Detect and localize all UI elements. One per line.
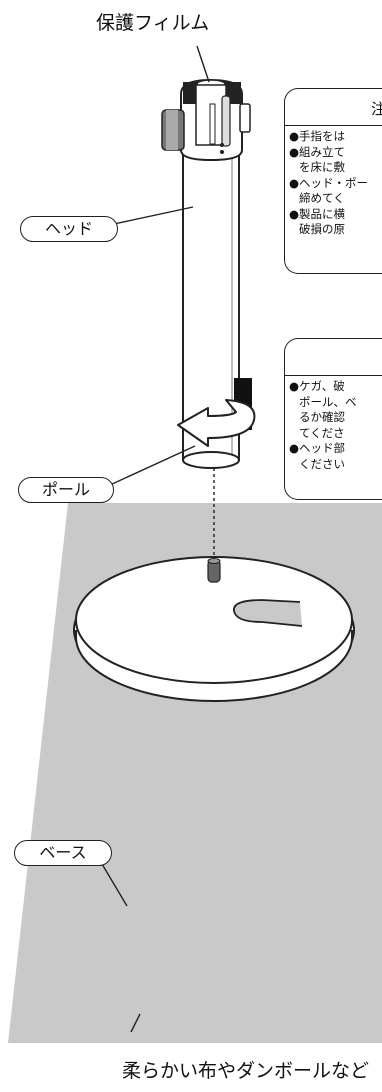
caution-box-2: ●ケガ、破 ポール、ベ るか確認 てくださ ●ヘッド部 ください [284, 338, 382, 500]
head-label: ヘッド [20, 216, 118, 242]
film-leader [196, 45, 210, 83]
caution-2-line: るか確認 [299, 410, 345, 424]
caution-1-line: ●製品に横 [289, 206, 346, 221]
pole-leader [109, 445, 196, 486]
caution-1-line: ●手指をは [289, 129, 346, 143]
caution-2-line: ください [299, 456, 345, 471]
base-disc [73, 556, 355, 702]
pole-label: ポール [18, 477, 114, 503]
caution-2-line: ●ケガ、破 [289, 379, 345, 393]
head-leader [113, 206, 194, 225]
protective-film-label: 保護フィルム [96, 12, 210, 34]
caution-box-2-body: ●ケガ、破 ポール、ベ るか確認 てくださ ●ヘッド部 ください [285, 376, 382, 472]
caution-box-1-header: 注 [285, 89, 382, 126]
caution-box-1-title: 注 [371, 98, 382, 119]
base-leader [101, 863, 128, 907]
cloth-leader [130, 1013, 141, 1033]
caution-box-2-header [285, 339, 382, 376]
caution-1-line: 締めてく [299, 191, 345, 205]
caution-1-line: ●組み立て [289, 144, 346, 159]
head [161, 78, 251, 162]
caution-1-line: 破損の原 [299, 222, 345, 236]
pole [182, 139, 252, 469]
caution-1-line: ●ヘッド・ポー [289, 175, 369, 190]
caution-2-line: ポール、ベ [299, 394, 357, 409]
soft-cloth-label: 柔らかい布やダンボールなど [122, 1060, 370, 1082]
caution-1-line: を床に敷 [299, 160, 345, 174]
base-label: ベース [14, 840, 112, 866]
caution-box-1: 注 ●手指をは ●組み立て を床に敷 ●ヘッド・ポー 締めてく ●製品に横 破損… [284, 88, 382, 274]
caution-box-1-body: ●手指をは ●組み立て を床に敷 ●ヘッド・ポー 締めてく ●製品に横 破損の原 [285, 126, 382, 238]
rotation-arrow [177, 399, 256, 447]
caution-2-line: てくださ [299, 425, 345, 440]
caution-2-line: ●ヘッド部 [289, 441, 346, 455]
